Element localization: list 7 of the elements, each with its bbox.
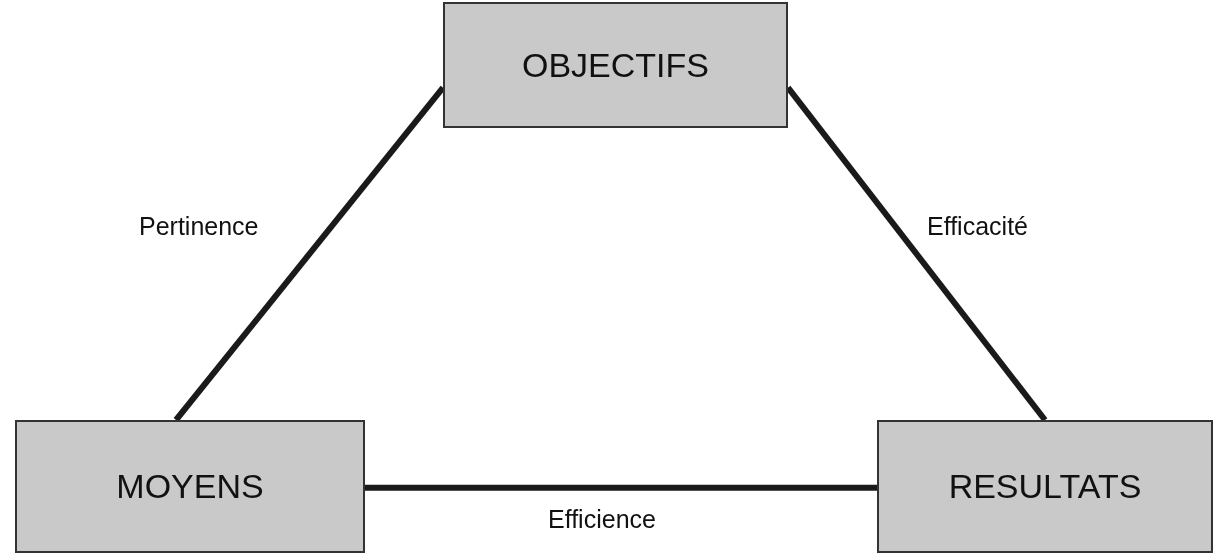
concept-box (877, 420, 1213, 553)
concept-box (443, 2, 788, 128)
concept-box (15, 420, 365, 553)
box-label: RESULTATS (948, 467, 1142, 506)
box-label: MOYENS (116, 467, 264, 506)
connector-line (365, 484, 877, 491)
box-label: OBJECTIFS (522, 45, 709, 85)
